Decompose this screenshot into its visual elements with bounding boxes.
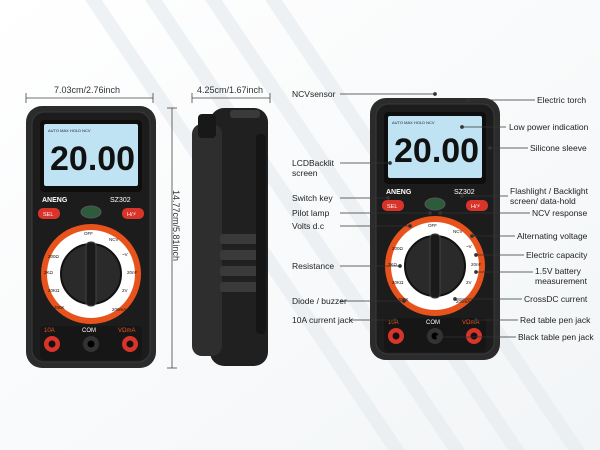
- svg-text:NCV: NCV: [453, 229, 463, 234]
- svg-text:2KΩ: 2KΩ: [44, 270, 54, 275]
- svg-text:AUTO MAX HOLD NCV: AUTO MAX HOLD NCV: [392, 120, 435, 125]
- callout-lcd-backlit-screen: LCDBacklit screen: [292, 158, 335, 178]
- svg-text:OFF: OFF: [428, 223, 437, 228]
- front-width-dimension: 7.03cm/2.76inch: [54, 85, 121, 95]
- svg-text:20.00: 20.00: [50, 140, 135, 178]
- svg-text:~V: ~V: [122, 252, 128, 257]
- svg-text:10A: 10A: [388, 320, 399, 326]
- svg-text:2V: 2V: [466, 280, 472, 285]
- svg-text:ANENG: ANENG: [42, 197, 68, 204]
- multimeter-side-view: [192, 108, 268, 366]
- callout-battery-measurement: 1.5V battery measurement: [535, 266, 587, 286]
- svg-text:VΩmA: VΩmA: [118, 328, 136, 334]
- svg-text:H/⚡: H/⚡: [127, 211, 137, 218]
- svg-text:20.00: 20.00: [394, 132, 479, 170]
- svg-text:200K: 200K: [54, 305, 65, 310]
- callout-flashlight-backlight: Flashlight / Backlight screen/ data-hold: [510, 186, 588, 206]
- svg-text:10A: 10A: [44, 328, 55, 334]
- svg-text:20KΩ: 20KΩ: [48, 288, 60, 293]
- svg-text:~V: ~V: [466, 244, 472, 249]
- callout-low-power-indication: Low power indication: [509, 122, 589, 132]
- callout-cross-dc-current: CrossDC current: [524, 294, 588, 304]
- callout-pilot-lamp: Pilot lamp: [292, 208, 330, 218]
- callout-switch-key: Switch key: [292, 193, 333, 203]
- svg-text:200Ω: 200Ω: [392, 246, 404, 251]
- svg-text:SZ302: SZ302: [454, 189, 475, 196]
- callout-electric-capacity: Electric capacity: [526, 250, 588, 260]
- multimeter-front-view: AUTO MAX HOLD NCV 20.00 ANENG SZ302 SEL …: [26, 106, 156, 368]
- svg-text:20nF: 20nF: [471, 262, 482, 267]
- svg-text:200Ω: 200Ω: [48, 254, 60, 259]
- svg-text:ANENG: ANENG: [386, 189, 412, 196]
- svg-text:SEL: SEL: [43, 212, 53, 218]
- callout-resistance: Resistance: [292, 261, 335, 271]
- svg-text:2V: 2V: [122, 288, 128, 293]
- svg-text:COM: COM: [82, 328, 96, 334]
- callout-red-pen-jack: Red table pen jack: [520, 315, 591, 325]
- callout-diode-buzzer: Diode / buzzer: [292, 296, 347, 306]
- multimeter-annotated-view: AUTO MAX HOLD NCV 20.00 ANENG SZ302 SEL …: [370, 98, 500, 360]
- svg-text:COM: COM: [426, 320, 440, 326]
- callout-ncv-response: NCV response: [532, 208, 588, 218]
- svg-text:AUTO MAX HOLD NCV: AUTO MAX HOLD NCV: [48, 128, 91, 133]
- svg-text:NCV: NCV: [109, 237, 119, 242]
- callout-ncv-sensor: NCVsensor: [292, 89, 336, 99]
- svg-text:OFF: OFF: [84, 231, 93, 236]
- svg-text:20nF: 20nF: [127, 270, 138, 275]
- callout-electric-torch: Electric torch: [537, 95, 587, 105]
- callout-black-pen-jack: Black table pen jack: [518, 332, 594, 342]
- svg-text:SZ302: SZ302: [110, 197, 131, 204]
- svg-text:SEL: SEL: [387, 204, 397, 210]
- svg-text:200mA: 200mA: [112, 307, 126, 312]
- svg-text:H/⚡: H/⚡: [471, 203, 481, 210]
- callout-silicone-sleeve: Silicone sleeve: [530, 143, 587, 153]
- callout-volts-dc: Volts d.c: [292, 221, 325, 231]
- svg-text:VΩmA: VΩmA: [462, 320, 480, 326]
- side-width-dimension: 4.25cm/1.67inch: [197, 85, 264, 95]
- callout-10a-current-jack: 10A current jack: [292, 315, 353, 325]
- svg-text:20KΩ: 20KΩ: [392, 280, 404, 285]
- svg-text:2KΩ: 2KΩ: [388, 262, 398, 267]
- callout-alternating-voltage: Alternating voltage: [517, 231, 588, 241]
- svg-text:200mA: 200mA: [456, 299, 470, 304]
